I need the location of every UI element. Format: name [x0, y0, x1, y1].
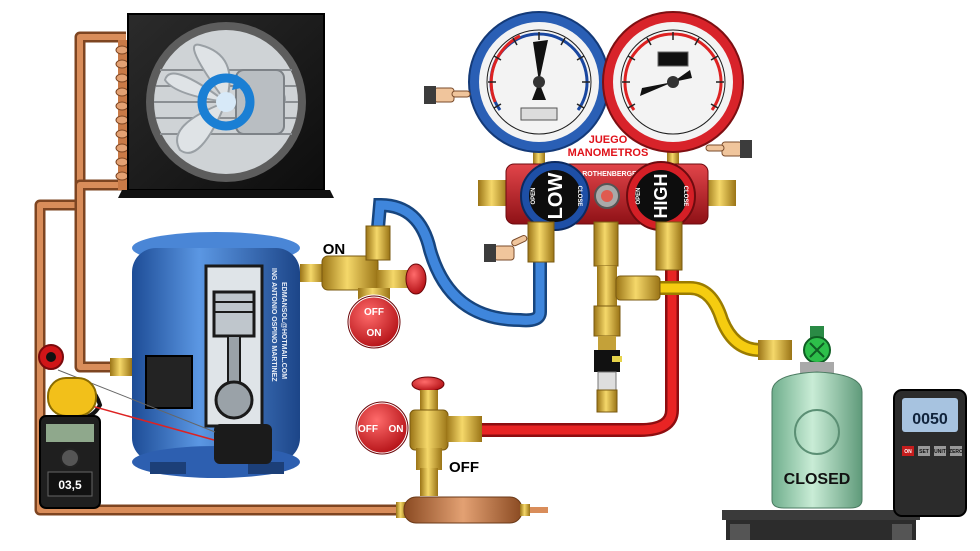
copper-pipes [34, 31, 548, 516]
manifold-title-line1: JUEGO [589, 134, 628, 146]
suction-valve-knob[interactable]: OFF ON [346, 294, 402, 350]
electrical-cover [214, 424, 272, 464]
scale-button-set-text: SET [919, 449, 929, 455]
tank-valve[interactable] [803, 326, 831, 364]
pointing-hand-icon [484, 235, 528, 262]
high-gauge-needle [640, 82, 673, 96]
scale-button-on[interactable] [902, 446, 914, 456]
high-side-knob[interactable]: HIGH OPEN CLOSE [626, 161, 696, 231]
low-side-knob[interactable]: LOW OPEN CLOSE [520, 161, 590, 231]
low-gauge-needle [533, 40, 548, 82]
suction-port [110, 358, 132, 376]
manifold-title-line2: MANOMETROS [568, 147, 649, 159]
suction-valve-on-label: ON [323, 241, 346, 258]
high-pressure-gauge [602, 11, 744, 170]
liquid-valve-knob[interactable]: OFF ON [354, 400, 410, 456]
low-gauge-ticks [488, 32, 590, 109]
high-gauge-ticks [622, 32, 724, 109]
scale-display: 0050 [912, 411, 948, 428]
pointing-hand-icon [424, 86, 471, 104]
piston-cutaway [204, 264, 264, 428]
high-knob-close: CLOSE [682, 186, 688, 207]
terminal-box [145, 355, 193, 409]
sight-glass [594, 350, 620, 372]
liquid-knob-on-text: ON [389, 424, 404, 435]
scale-buttons: ON SET UNIT ZERO [902, 446, 963, 456]
clamp-meter-reading: 03,5 [58, 478, 82, 492]
low-knob-close: CLOSE [576, 186, 582, 207]
rotation-arrow-icon [197, 73, 255, 131]
scale-button-on-text: ON [904, 449, 912, 455]
tank-status-label: CLOSED [784, 471, 851, 488]
scale-button-zero[interactable] [950, 446, 962, 456]
condenser-unit [115, 13, 334, 198]
compressor-email-text: EDMANSOL@HOTMAIL.COM [280, 282, 287, 379]
pointing-hand-icon [705, 140, 752, 158]
low-pressure-gauge [468, 11, 610, 170]
hoses [371, 197, 767, 437]
low-knob-label: LOW [545, 173, 567, 220]
refrigerant-tank: CLOSED [758, 326, 863, 509]
clamp-meter: 03,5 [38, 344, 216, 509]
scale-button-zero-text: ZERO [949, 449, 963, 455]
scale-button-unit[interactable] [934, 446, 946, 456]
low-knob-open: OPEN [531, 187, 537, 204]
compressor: ING ANTONIO OSPINO MARTINEZ EDMANSOL@HOT… [110, 232, 300, 478]
suction-knob-off-text: OFF [364, 307, 384, 318]
scale-button-set[interactable] [918, 446, 930, 456]
liquid-valve-off-label: OFF [449, 459, 479, 476]
filter-drier [396, 496, 530, 524]
scale-button-unit-text: UNIT [934, 449, 946, 455]
liquid-knob-off-text: OFF [358, 424, 378, 435]
compressor-author-text: ING ANTONIO OSPINO MARTINEZ [270, 268, 277, 382]
manifold: ROTHENBERGER LOW OPEN CLOSE HIGH OPEN CL… [478, 161, 736, 271]
charging-line-fittings [593, 266, 661, 413]
high-knob-open: OPEN [636, 187, 642, 204]
high-knob-label: HIGH [651, 174, 671, 219]
charging-scale: 0050 ON SET UNIT ZERO [722, 389, 967, 540]
suction-service-valve[interactable] [300, 225, 427, 308]
liquid-line-valve[interactable] [409, 376, 482, 496]
suction-knob-on-text: ON [367, 328, 382, 339]
manifold-brand: ROTHENBERGER [582, 171, 642, 178]
